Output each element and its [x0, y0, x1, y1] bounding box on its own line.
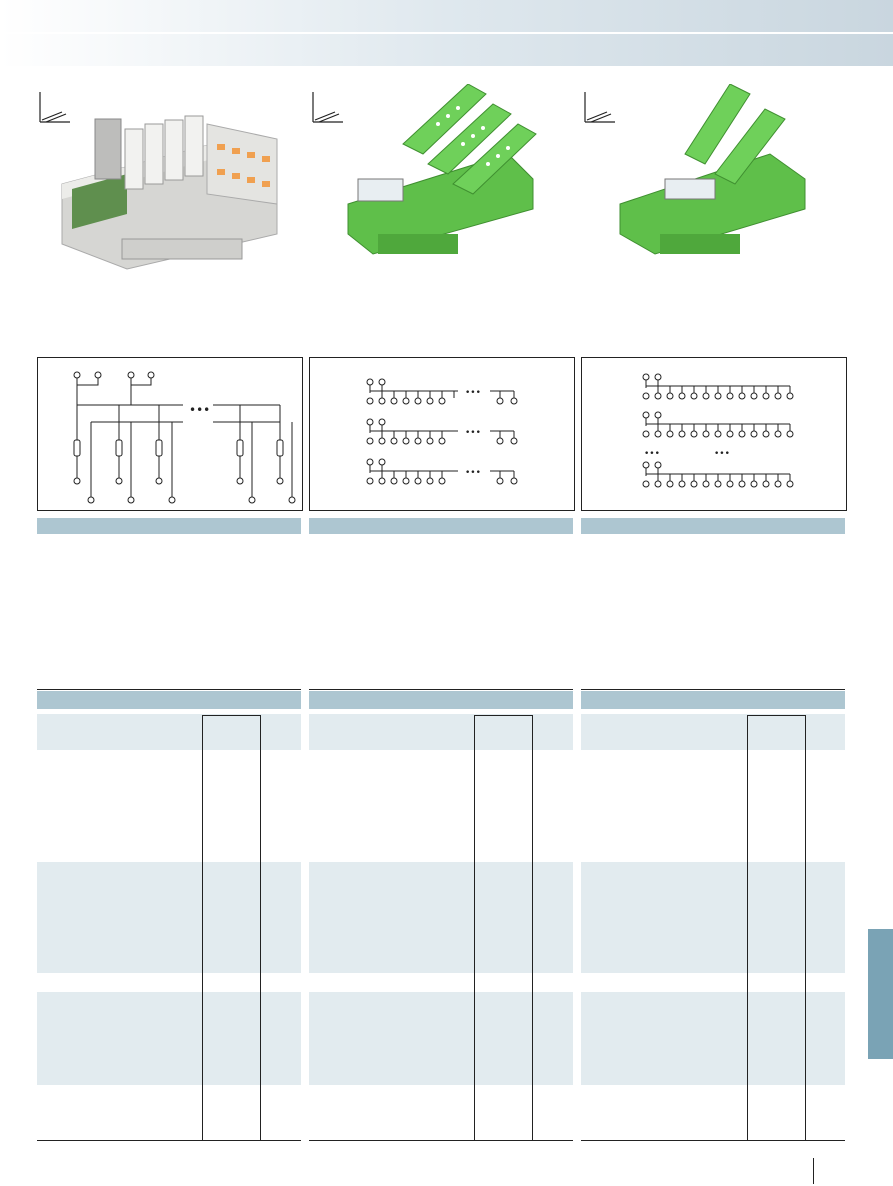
table-header-band: [581, 691, 845, 709]
table-row: [309, 714, 573, 750]
table-row: [309, 992, 573, 1085]
table-row: [581, 714, 845, 750]
table-row: [309, 862, 573, 973]
order-column-right: [805, 715, 806, 1140]
terminal-row: [366, 458, 518, 485]
terminal-row: [642, 461, 794, 488]
schematic-interface-module-a: ••• ••• •••: [309, 357, 575, 511]
chapter-side-tab[interactable]: [868, 929, 893, 1059]
din-rail-icon: [584, 92, 615, 123]
terminal-row: [642, 411, 794, 438]
order-column-top: [474, 715, 532, 716]
product-photo-interface-module-b: [584, 84, 806, 255]
ellipsis-icon: •••: [465, 388, 481, 398]
ellipsis-icon: •••: [714, 449, 730, 459]
order-column-right: [532, 715, 533, 1140]
table-row: [37, 714, 301, 750]
table-top-rule: [37, 689, 301, 690]
product-photo-fuse-module: [39, 92, 278, 270]
terminal-row: [642, 373, 794, 400]
table-bottom-rule: [37, 1140, 301, 1141]
order-column-right: [260, 715, 261, 1140]
din-rail-icon: [39, 92, 70, 123]
section-band-col1: [37, 518, 301, 534]
order-column-top: [202, 715, 260, 716]
table-row: [581, 992, 845, 1085]
section-band-col2: [309, 518, 573, 534]
ellipsis-icon: •••: [465, 428, 481, 438]
table-row: [581, 862, 845, 973]
table-row: [37, 862, 301, 973]
order-column-top: [747, 715, 805, 716]
table-top-rule: [309, 689, 573, 690]
ellipsis-icon: •••: [465, 468, 481, 478]
order-column-left: [747, 715, 748, 1140]
terminal-row: [366, 378, 518, 405]
table-bottom-rule: [309, 1140, 573, 1141]
terminal-row: [366, 418, 518, 445]
table-header-band: [309, 691, 573, 709]
fuse-icon: [73, 439, 284, 457]
ellipsis-icon: •••: [644, 449, 660, 459]
ellipsis-icon: •••: [189, 403, 210, 417]
header-bar-bottom: [0, 34, 893, 66]
header-bar-top: [0, 0, 893, 32]
din-rail-icon: [312, 92, 343, 123]
table-header-band: [37, 691, 301, 709]
product-photo-interface-module-a: [312, 84, 537, 255]
order-column-left: [474, 715, 475, 1140]
page-number-divider: [813, 1158, 814, 1184]
schematic-interface-module-b: ••• •••: [581, 357, 847, 511]
section-band-col3: [581, 518, 845, 534]
table-row: [37, 992, 301, 1085]
table-top-rule: [581, 689, 845, 690]
order-column-left: [202, 715, 203, 1140]
schematic-fuse-module: •••: [37, 357, 303, 511]
table-bottom-rule: [581, 1140, 845, 1141]
